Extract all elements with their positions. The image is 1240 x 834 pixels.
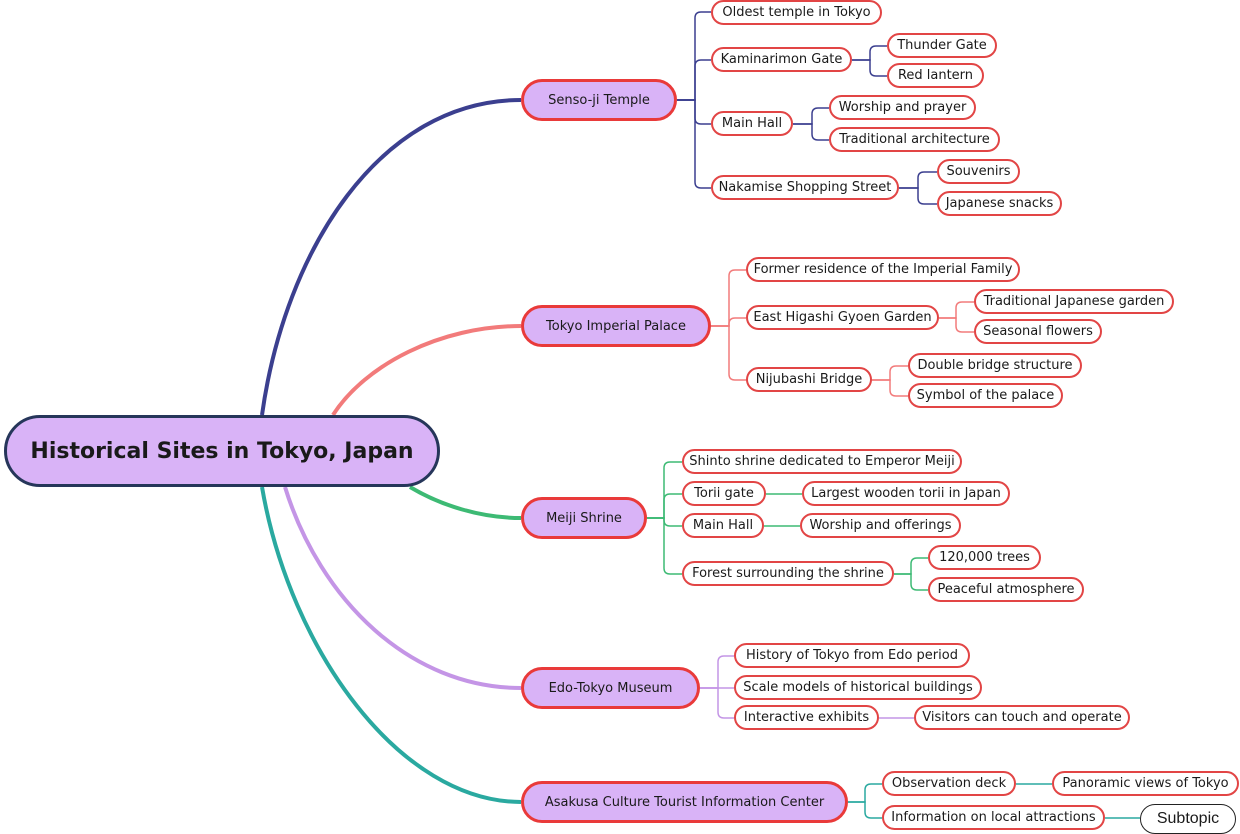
- branch-imperial-palace[interactable]: Tokyo Imperial Palace: [521, 305, 711, 347]
- node-panoramic-views[interactable]: Panoramic views of Tokyo: [1052, 771, 1239, 796]
- line-nakamise-0: [899, 171, 937, 189]
- line-nijubashi-0: [872, 365, 908, 381]
- line-kaminarimon-1: [852, 59, 887, 77]
- line-nakamise-1: [899, 187, 937, 205]
- curve-asakusa: [260, 486, 522, 804]
- line-senso-3: [677, 99, 711, 189]
- node-souvenirs[interactable]: Souvenirs: [937, 159, 1020, 184]
- node-former-residence[interactable]: Former residence of the Imperial Family: [746, 257, 1020, 282]
- node-main-hall-meiji[interactable]: Main Hall: [682, 513, 764, 538]
- node-local-attractions[interactable]: Information on local attractions: [882, 805, 1105, 830]
- node-worship-prayer[interactable]: Worship and prayer: [829, 95, 976, 120]
- node-interactive-exhibits[interactable]: Interactive exhibits: [734, 705, 879, 730]
- node-double-bridge[interactable]: Double bridge structure: [908, 353, 1082, 378]
- line-gyoen-1: [939, 317, 974, 333]
- node-peaceful-atmosphere[interactable]: Peaceful atmosphere: [928, 577, 1084, 602]
- branch-edo-tokyo-museum[interactable]: Edo-Tokyo Museum: [521, 667, 700, 709]
- line-forest-1: [894, 573, 928, 591]
- curve-palace: [331, 324, 522, 417]
- node-visitors-touch[interactable]: Visitors can touch and operate: [914, 705, 1130, 730]
- node-japanese-garden[interactable]: Traditional Japanese garden: [974, 289, 1174, 314]
- line-kaminarimon-0: [852, 45, 887, 61]
- central-topic[interactable]: Historical Sites in Tokyo, Japan: [4, 415, 440, 487]
- node-subtopic[interactable]: Subtopic: [1140, 804, 1236, 834]
- node-120000-trees[interactable]: 120,000 trees: [928, 545, 1041, 570]
- node-torii-gate[interactable]: Torii gate: [682, 481, 766, 506]
- node-forest[interactable]: Forest surrounding the shrine: [682, 561, 894, 586]
- node-main-hall-senso[interactable]: Main Hall: [711, 111, 793, 136]
- line-senso-1: [677, 59, 711, 101]
- line-forest-0: [894, 557, 928, 575]
- line-meiji-3: [647, 517, 682, 575]
- node-traditional-architecture[interactable]: Traditional architecture: [829, 127, 1000, 152]
- line-edo-2: [700, 687, 734, 719]
- node-east-gyoen-garden[interactable]: East Higashi Gyoen Garden: [746, 305, 939, 330]
- node-nakamise[interactable]: Nakamise Shopping Street: [711, 175, 899, 200]
- line-senso-0: [677, 11, 711, 101]
- line-palace-0: [711, 269, 746, 327]
- line-meiji-1: [647, 493, 682, 519]
- curve-senso: [260, 98, 522, 416]
- line-nijubashi-1: [872, 379, 908, 397]
- node-observation-deck[interactable]: Observation deck: [882, 771, 1016, 796]
- branch-asakusa-center[interactable]: Asakusa Culture Tourist Information Cent…: [521, 781, 848, 823]
- line-mainhall-1: [793, 123, 829, 141]
- line-meiji-0: [647, 461, 682, 519]
- node-red-lantern[interactable]: Red lantern: [887, 63, 984, 88]
- curve-edo: [283, 486, 522, 690]
- line-edo-0: [700, 655, 734, 689]
- branch-senso-ji[interactable]: Senso-ji Temple: [521, 79, 677, 121]
- node-scale-models[interactable]: Scale models of historical buildings: [734, 675, 982, 700]
- line-asakusa-0: [848, 783, 882, 803]
- node-worship-offerings[interactable]: Worship and offerings: [800, 513, 961, 538]
- line-gyoen-0: [939, 301, 974, 319]
- node-largest-torii[interactable]: Largest wooden torii in Japan: [802, 481, 1010, 506]
- node-seasonal-flowers[interactable]: Seasonal flowers: [974, 319, 1102, 344]
- line-palace-1: [711, 317, 746, 327]
- line-mainhall-0: [793, 107, 829, 125]
- node-symbol-palace[interactable]: Symbol of the palace: [908, 383, 1063, 408]
- node-japanese-snacks[interactable]: Japanese snacks: [937, 191, 1062, 216]
- line-senso-2: [677, 99, 711, 125]
- node-kaminarimon-gate[interactable]: Kaminarimon Gate: [711, 47, 852, 72]
- curve-meiji: [408, 485, 522, 520]
- branch-meiji-shrine[interactable]: Meiji Shrine: [521, 497, 647, 539]
- line-asakusa-1: [848, 801, 882, 819]
- node-history-edo[interactable]: History of Tokyo from Edo period: [734, 643, 970, 668]
- node-thunder-gate[interactable]: Thunder Gate: [887, 33, 997, 58]
- node-oldest-temple[interactable]: Oldest temple in Tokyo: [711, 0, 882, 25]
- node-shinto-shrine[interactable]: Shinto shrine dedicated to Emperor Meiji: [682, 449, 962, 474]
- node-nijubashi-bridge[interactable]: Nijubashi Bridge: [746, 367, 872, 392]
- line-palace-2: [711, 325, 746, 381]
